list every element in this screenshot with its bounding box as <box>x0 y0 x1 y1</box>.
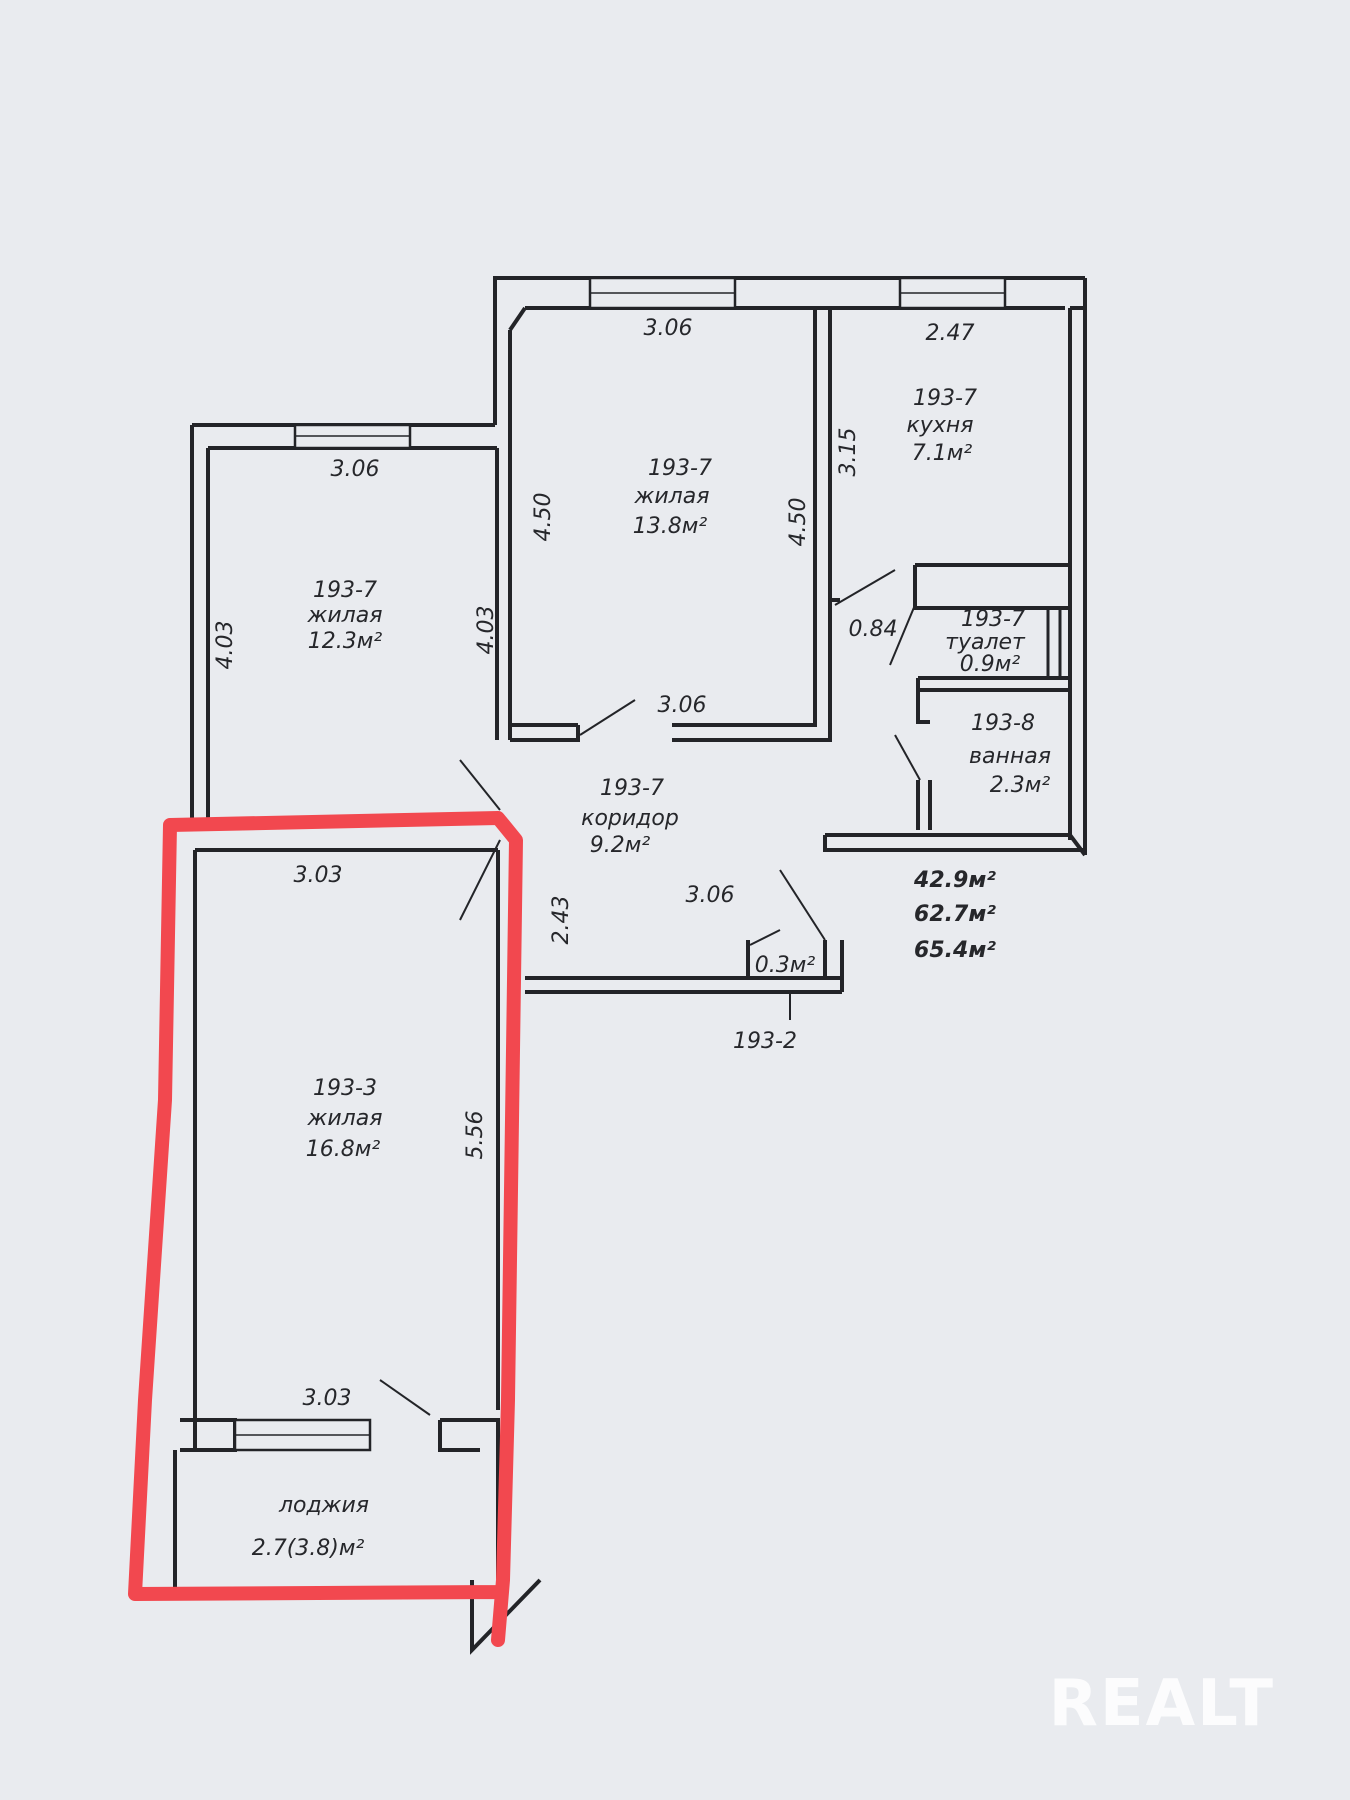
toilet-type: туалет <box>945 630 1026 655</box>
corridor-area: 9.2м² <box>590 833 651 858</box>
toilet: 0.84 193-7 туалет 0.9м² <box>849 607 1027 677</box>
room-left-type: жилая <box>307 603 383 628</box>
room-big-type: жилая <box>307 1106 383 1131</box>
watermark-logo: REALT <box>1049 1667 1275 1741</box>
loggia-type: лоджия <box>278 1493 369 1518</box>
room-mid-code: 193-7 <box>648 456 712 481</box>
room-mid-dim-bottom: 3.06 <box>658 693 707 718</box>
windows <box>233 276 1007 1452</box>
bath: 193-8 ванная 2.3м² <box>969 711 1051 798</box>
kitchen-dim-left: 3.15 <box>836 428 861 477</box>
bath-area: 2.3м² <box>990 773 1051 798</box>
room-mid-type: жилая <box>634 484 710 509</box>
closet-area: 0.3м² <box>755 953 816 978</box>
room-mid-dim-right: 4.50 <box>786 498 811 547</box>
highlight-outline <box>128 811 523 1647</box>
totals: 42.9м² 62.7м² 65.4м² <box>913 868 996 963</box>
room-left-code: 193-7 <box>313 578 377 603</box>
room-left-area: 12.3м² <box>308 629 383 654</box>
toilet-area: 0.9м² <box>960 652 1021 677</box>
bath-type: ванная <box>969 744 1051 769</box>
room-left-dim-top: 3.06 <box>331 457 380 482</box>
door-swings <box>379 569 921 1416</box>
room-mid-dim-top: 3.06 <box>644 316 693 341</box>
total-3: 65.4м² <box>914 938 996 963</box>
loggia: лоджия 2.7(3.8)м² <box>252 1493 369 1561</box>
room-big-area: 16.8м² <box>306 1137 381 1162</box>
corridor-dim-b: 2.43 <box>549 896 574 945</box>
room-big-code: 193-3 <box>313 1076 377 1101</box>
corridor-dim-a: 3.06 <box>686 883 735 908</box>
toilet-code: 193-7 <box>961 607 1025 632</box>
corridor-code: 193-7 <box>600 776 664 801</box>
closet: 0.3м² 193-2 <box>733 953 815 1054</box>
loggia-area: 2.7(3.8)м² <box>252 1536 365 1561</box>
room-big-dim-right: 5.56 <box>463 1111 488 1160</box>
room-left: 3.06 4.03 4.03 193-7 жилая 12.3м² <box>213 457 499 669</box>
room-left-dim-left: 4.03 <box>213 621 238 670</box>
corridor-type: коридор <box>581 806 679 831</box>
total-2: 62.7м² <box>914 902 996 927</box>
closet-code: 193-2 <box>733 1029 797 1054</box>
room-mid-area: 13.8м² <box>633 514 708 539</box>
room-left-dim-right: 4.03 <box>474 606 499 655</box>
toilet-dim-side: 0.84 <box>849 617 898 642</box>
total-1: 42.9м² <box>913 868 996 893</box>
bath-code: 193-8 <box>971 711 1035 736</box>
room-big-dim-bottom: 3.03 <box>303 1386 352 1411</box>
room-mid: 3.06 4.50 4.50 3.06 193-7 жилая 13.8м² <box>531 316 811 718</box>
corridor: 193-7 коридор 9.2м² 3.06 2.43 <box>549 776 734 944</box>
room-big-dim-top: 3.03 <box>294 863 343 888</box>
kitchen-code: 193-7 <box>913 386 977 411</box>
kitchen-dim-top: 2.47 <box>926 321 975 346</box>
room-mid-dim-left: 4.50 <box>531 493 556 542</box>
kitchen: 2.47 3.15 193-7 кухня 7.1м² <box>836 321 977 476</box>
kitchen-type: кухня <box>907 413 974 438</box>
kitchen-area: 7.1м² <box>912 441 973 466</box>
room-big: 3.03 5.56 3.03 193-3 жилая 16.8м² <box>294 863 488 1411</box>
